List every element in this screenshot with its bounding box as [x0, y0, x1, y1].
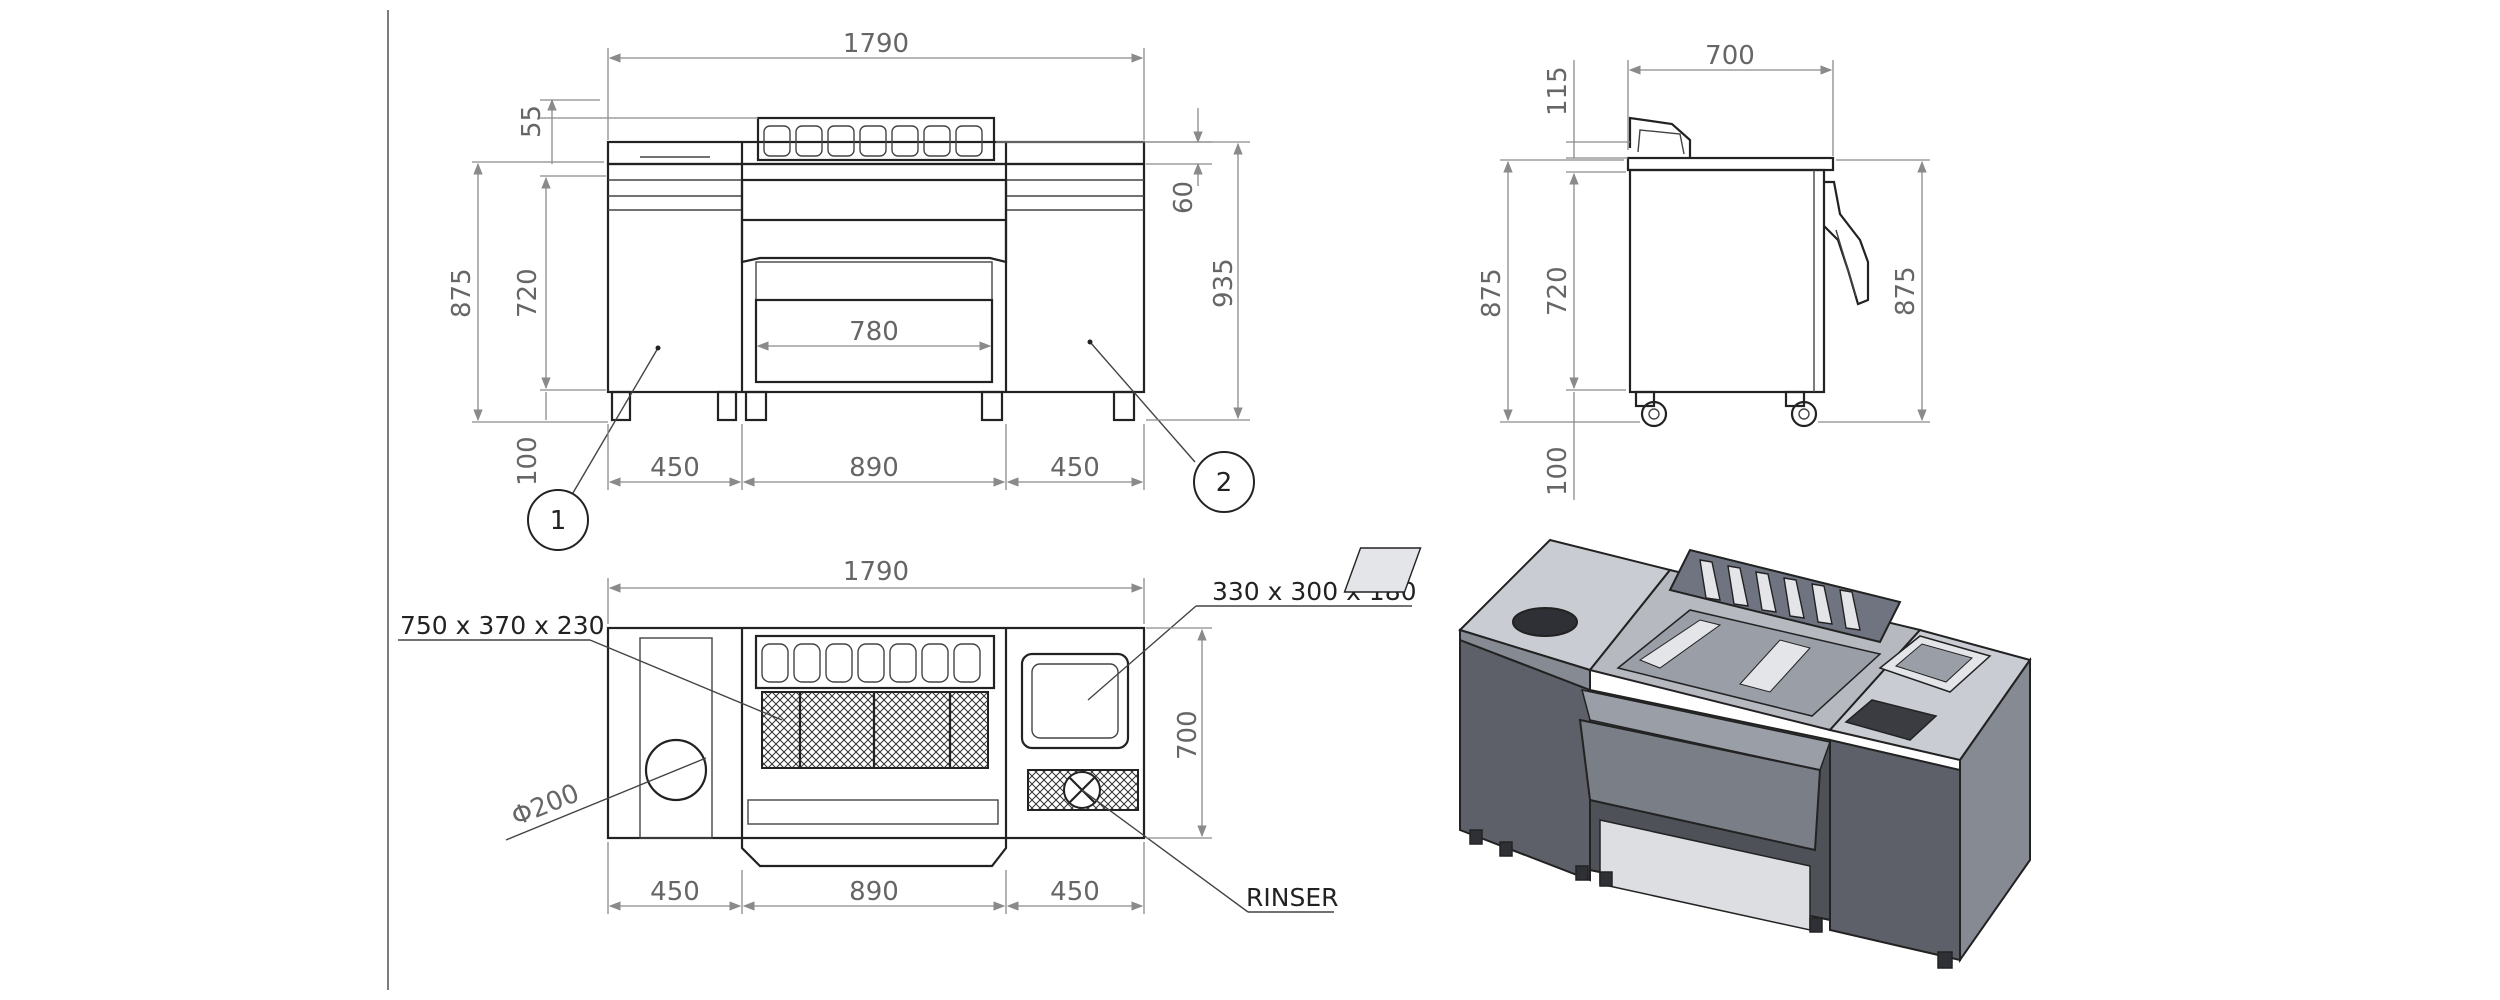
- front-left-module-dim: 450: [650, 453, 700, 483]
- side-view-dimensions: 700 115 875 720 100 875: [1477, 41, 1930, 500]
- rinser-label: RINSER: [1246, 883, 1338, 912]
- top-right-module-dim: 450: [1050, 877, 1100, 907]
- front-max-height-dim: 935: [1209, 258, 1239, 308]
- balloon-1-label: 1: [550, 506, 567, 536]
- balloon-1: [527, 489, 589, 551]
- balloon-2: [1193, 451, 1255, 513]
- top-width-dim: 1790: [843, 557, 909, 587]
- top-left-module-dim: 450: [650, 877, 700, 907]
- front-worktop-dim: 60: [1169, 181, 1199, 214]
- front-top-offset-dim: 55: [517, 105, 547, 138]
- side-body-height-dim: 720: [1543, 266, 1573, 316]
- ice-bin-label: 750 x 370 x 230: [400, 611, 605, 640]
- side-view: [1626, 116, 1870, 428]
- side-top-offset-dim: 115: [1543, 66, 1573, 116]
- side-leg-height-dim: 100: [1543, 446, 1573, 496]
- front-leg-height-dim: 100: [513, 436, 543, 486]
- front-center-module-dim: 890: [849, 453, 899, 483]
- top-depth-dim: 700: [1173, 710, 1203, 760]
- top-center-module-dim: 890: [849, 877, 899, 907]
- front-right-module-dim: 450: [1050, 453, 1100, 483]
- isometric-view: [1343, 538, 2032, 969]
- side-total-height-right-dim: 875: [1891, 266, 1921, 316]
- front-width-dim: 1790: [843, 29, 909, 59]
- side-total-height-left-dim: 875: [1477, 268, 1507, 318]
- front-total-height-dim: 875: [447, 268, 477, 318]
- front-view-dimensions: 1790 55 875 720 100 60 935 780: [447, 29, 1250, 490]
- front-view: 1 2: [527, 116, 1255, 551]
- top-view: [398, 605, 1412, 913]
- waste-hole-icon: [644, 738, 708, 802]
- balloon-2-label: 2: [1216, 468, 1233, 498]
- front-inner-width-dim: 780: [849, 317, 899, 347]
- side-depth-dim: 700: [1705, 41, 1755, 71]
- front-body-height-dim: 720: [513, 268, 543, 318]
